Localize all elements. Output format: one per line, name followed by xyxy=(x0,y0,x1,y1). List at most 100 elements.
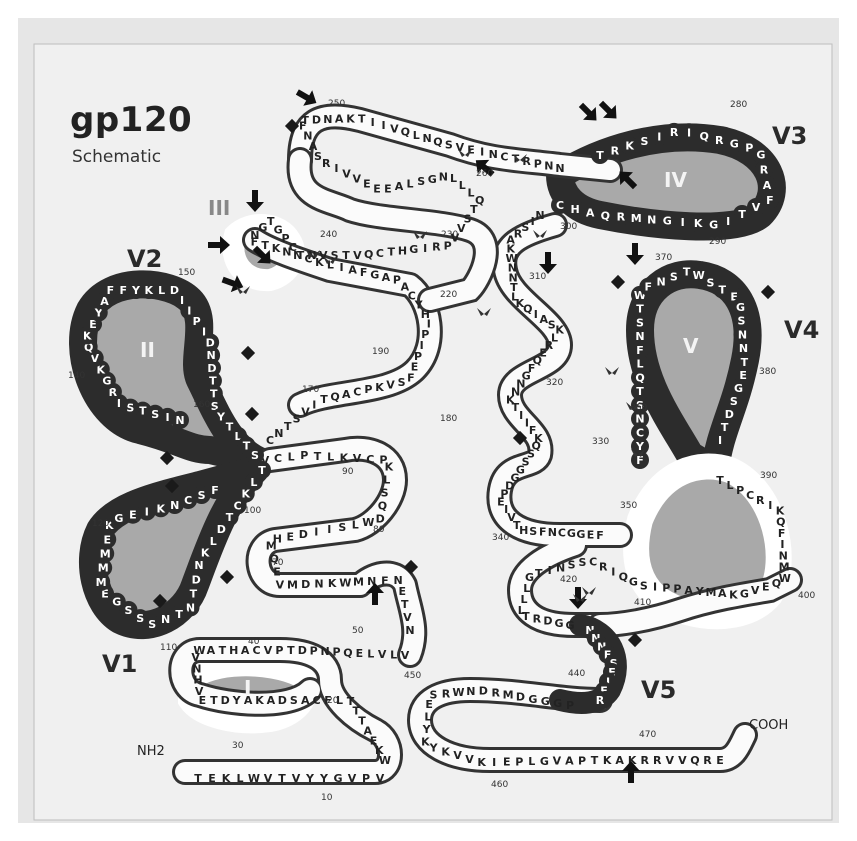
residue-letter: P xyxy=(736,484,744,497)
residue-letter: N xyxy=(466,685,475,698)
residue-letter: T xyxy=(219,644,227,657)
residue-letter: I xyxy=(166,411,170,424)
residue-letter: D xyxy=(516,691,525,704)
residue-letter: L xyxy=(450,172,457,185)
position-label: 450 xyxy=(404,671,421,681)
residue-letter: M xyxy=(706,586,717,599)
residue-letter: F xyxy=(539,525,547,538)
residue-letter: C xyxy=(558,527,566,540)
residue-letter: C xyxy=(266,434,274,447)
residue-letter: G xyxy=(553,697,562,710)
residue-letter: G xyxy=(370,268,379,281)
residue-letter: E xyxy=(287,530,295,543)
residue-letter: R xyxy=(670,126,679,139)
residue-letter: T xyxy=(636,385,644,398)
position-label: 180 xyxy=(440,414,457,424)
residue-letter: A xyxy=(763,179,772,192)
residue-letter: A xyxy=(207,644,216,657)
position-label: 10 xyxy=(321,793,333,803)
c-terminus-label: COOH xyxy=(749,718,788,733)
residue-letter: I xyxy=(371,116,375,129)
residue-letter: D xyxy=(192,573,201,586)
residue-letter: H xyxy=(193,674,202,687)
residue-letter: C xyxy=(636,426,644,439)
residue-letter: E xyxy=(373,183,381,196)
residue-letter: S xyxy=(293,413,301,426)
residue-letter: V xyxy=(342,167,351,180)
residue-letter: V xyxy=(292,772,301,785)
position-label: 150 xyxy=(178,268,195,278)
residue-letter: I xyxy=(768,499,772,512)
position-label: 300 xyxy=(560,222,577,232)
residue-letter: G xyxy=(528,693,537,706)
residue-letter: I xyxy=(382,119,386,132)
residue-letter: L xyxy=(424,711,431,724)
residue-letter: R xyxy=(533,612,542,625)
residue-letter: T xyxy=(139,405,147,418)
residue-letter: Y xyxy=(319,772,329,785)
residue-letter: A xyxy=(342,388,351,401)
residue-letter: V xyxy=(403,611,412,624)
residue-letter: M xyxy=(100,548,111,561)
residue-letter: L xyxy=(158,284,165,297)
position-label: 70 xyxy=(272,558,284,568)
residue-letter: K xyxy=(222,772,231,785)
residue-letter: L xyxy=(413,129,420,142)
residue-letter: A xyxy=(335,113,344,126)
residue-letter: N xyxy=(656,276,665,289)
residue-letter: V xyxy=(352,172,361,185)
residue-letter: V xyxy=(678,754,687,767)
residue-letter: H xyxy=(229,644,238,657)
residue-letter: L xyxy=(407,178,414,191)
residue-letter: P xyxy=(300,449,308,462)
residue-letter: V xyxy=(378,648,387,661)
position-label: 50 xyxy=(352,626,364,636)
residue-letter: D xyxy=(312,113,321,126)
loop-label-v2: V2 xyxy=(127,245,162,273)
residue-letter: T xyxy=(683,265,691,278)
residue-letter: G xyxy=(409,243,418,256)
residue-letter: Q xyxy=(343,646,352,659)
residue-letter: W xyxy=(452,686,464,699)
residue-letter: D xyxy=(298,644,307,657)
position-label: 40 xyxy=(248,637,260,647)
residue-letter: E xyxy=(384,182,392,195)
residue-letter: P xyxy=(515,755,523,768)
residue-letter: L xyxy=(459,179,466,192)
residue-letter: R xyxy=(442,687,451,700)
residue-letter: D xyxy=(543,615,552,628)
residue-letter: N xyxy=(321,645,330,658)
residue-letter: V xyxy=(453,749,462,762)
position-label: 330 xyxy=(592,437,609,447)
residue-letter: L xyxy=(383,474,390,487)
residue-letter: C xyxy=(376,247,384,260)
residue-letter: T xyxy=(287,644,295,657)
residue-letter: I xyxy=(657,130,661,143)
residue-letter: N xyxy=(556,561,565,574)
residue-letter: N xyxy=(314,577,323,590)
residue-letter: T xyxy=(401,598,409,611)
residue-letter: S xyxy=(151,408,159,421)
residue-letter: F xyxy=(645,281,653,294)
residue-letter: N xyxy=(161,613,170,626)
position-label: 30 xyxy=(232,741,244,751)
position-label: 110 xyxy=(160,643,177,653)
residue-letter: N xyxy=(175,414,184,427)
residue-letter: Q xyxy=(523,303,532,316)
residue-letter: W xyxy=(193,644,205,657)
residue-letter: C xyxy=(366,453,374,466)
residue-letter: H xyxy=(519,524,528,537)
residue-letter: S xyxy=(290,694,298,707)
residue-letter: M xyxy=(98,562,109,575)
residue-letter: T xyxy=(194,772,202,785)
residue-letter: E xyxy=(425,698,433,711)
residue-letter: T xyxy=(591,754,599,767)
residue-letter: F xyxy=(119,284,127,297)
residue-letter: V xyxy=(386,378,395,391)
residue-letter: V xyxy=(301,406,310,419)
position-label: 120 xyxy=(92,519,109,529)
domain-label-i: I xyxy=(244,676,251,700)
residue-letter: D xyxy=(278,694,287,707)
residue-letter: K xyxy=(625,140,634,153)
position-label: 440 xyxy=(568,669,585,679)
